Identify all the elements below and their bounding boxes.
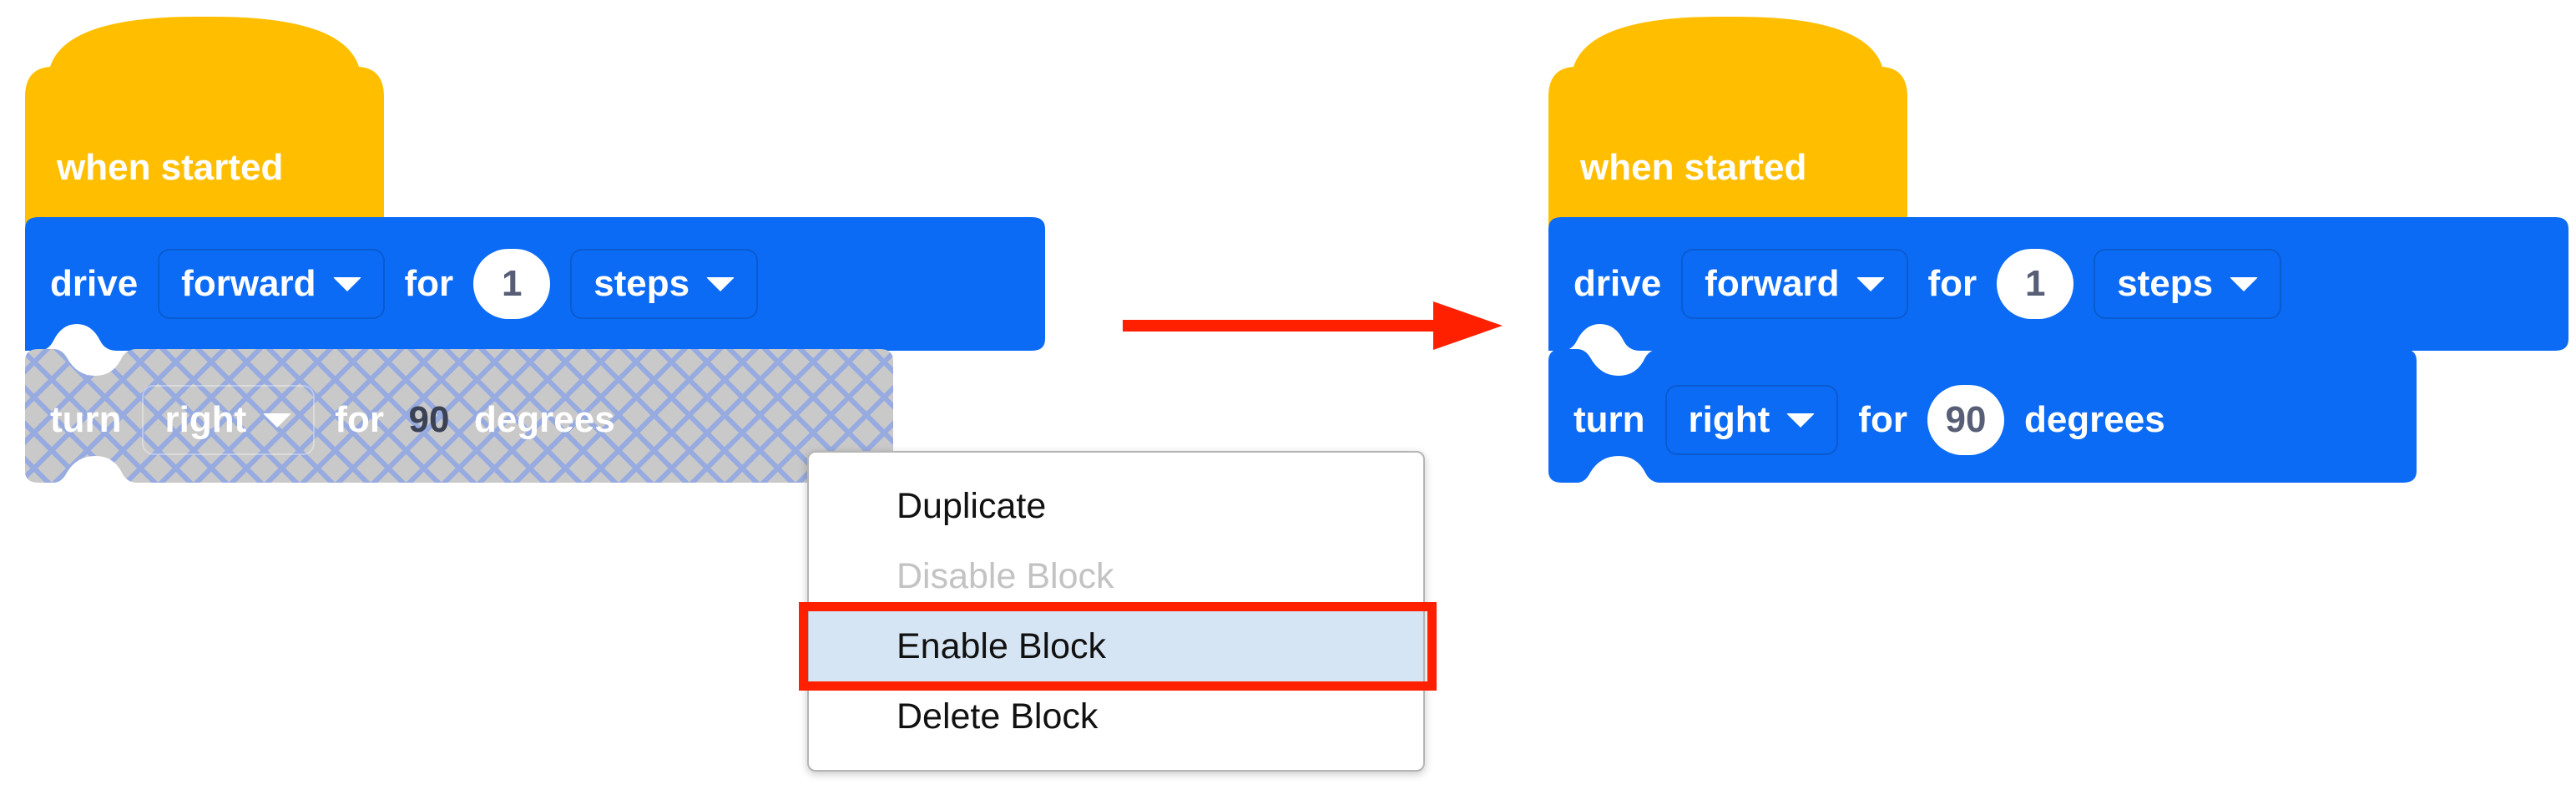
- turn-amount-input[interactable]: 90: [408, 399, 450, 440]
- transition-arrow-icon: [1123, 301, 1503, 350]
- hat-block-shape: [25, 17, 384, 225]
- context-menu-item-duplicate[interactable]: Duplicate: [897, 485, 1047, 526]
- drive-direction-dropdown[interactable]: forward: [158, 249, 385, 319]
- block-context-menu: Duplicate Disable Block Enable Block Del…: [799, 451, 1437, 772]
- drive-direction-value: forward: [1705, 263, 1840, 304]
- hat-block-label: when started: [57, 147, 284, 188]
- hat-block-label: when started: [1580, 147, 1807, 188]
- drive-amount-input[interactable]: 1: [473, 249, 551, 319]
- drive-for-label: for: [1927, 263, 1977, 304]
- drive-verb-label: drive: [1573, 263, 1662, 304]
- chevron-down-icon: [332, 276, 361, 291]
- drive-unit-dropdown[interactable]: steps: [570, 249, 759, 319]
- context-menu-item-disable-block: Disable Block: [897, 555, 1114, 596]
- turn-direction-value: right: [1688, 399, 1770, 440]
- turn-for-label: for: [1858, 399, 1907, 440]
- turn-direction-dropdown[interactable]: right: [1664, 385, 1839, 455]
- turn-amount-input[interactable]: 90: [1927, 385, 2004, 455]
- turn-unit-label: degrees: [473, 399, 615, 440]
- drive-block-before[interactable]: drive forward for 1 steps: [25, 217, 1045, 351]
- before-block-stack: when started drive forward for 1 steps: [25, 17, 1045, 491]
- turn-direction-value: right: [164, 399, 247, 440]
- drive-direction-dropdown[interactable]: forward: [1681, 249, 1908, 319]
- drive-verb-label: drive: [50, 263, 139, 304]
- drive-unit-value: steps: [2117, 263, 2214, 304]
- context-menu-item-enable-block[interactable]: Enable Block: [809, 611, 1423, 681]
- turn-block-shape-hatched: [25, 349, 893, 491]
- when-started-hat-block-after[interactable]: when started: [1548, 17, 1907, 225]
- turn-unit-label: degrees: [2023, 399, 2165, 440]
- chevron-down-icon: [2230, 276, 2259, 291]
- turn-block-after-enabled[interactable]: turn right for 90 degrees: [1548, 349, 2417, 491]
- turn-for-label: for: [335, 399, 384, 440]
- drive-block-row: drive forward for 1 steps: [1548, 249, 2282, 319]
- turn-verb-label: turn: [50, 399, 122, 440]
- drive-block-row: drive forward for 1 steps: [25, 249, 759, 319]
- hat-block-shape: [1548, 17, 1907, 225]
- drive-block-after[interactable]: drive forward for 1 steps: [1548, 217, 2568, 351]
- chevron-down-icon: [706, 276, 735, 291]
- turn-block-row: turn right for 90 degrees: [25, 385, 615, 455]
- turn-direction-dropdown[interactable]: right: [141, 385, 316, 455]
- turn-block-before-disabled[interactable]: turn right for 90 degrees: [25, 349, 893, 491]
- chevron-down-icon: [1856, 276, 1885, 291]
- chevron-down-icon: [1786, 413, 1816, 428]
- drive-for-label: for: [404, 263, 454, 304]
- chevron-down-icon: [263, 413, 292, 428]
- turn-verb-label: turn: [1573, 399, 1645, 440]
- drive-unit-value: steps: [593, 263, 690, 304]
- when-started-hat-block-before[interactable]: when started: [25, 17, 384, 225]
- after-block-stack: when started drive forward for 1 steps: [1548, 17, 2568, 491]
- drive-direction-value: forward: [181, 263, 316, 304]
- context-menu-item-delete-block[interactable]: Delete Block: [897, 696, 1099, 737]
- drive-amount-input[interactable]: 1: [1997, 249, 2074, 319]
- turn-block-row: turn right for 90 degrees: [1548, 385, 2165, 455]
- drive-unit-dropdown[interactable]: steps: [2094, 249, 2282, 319]
